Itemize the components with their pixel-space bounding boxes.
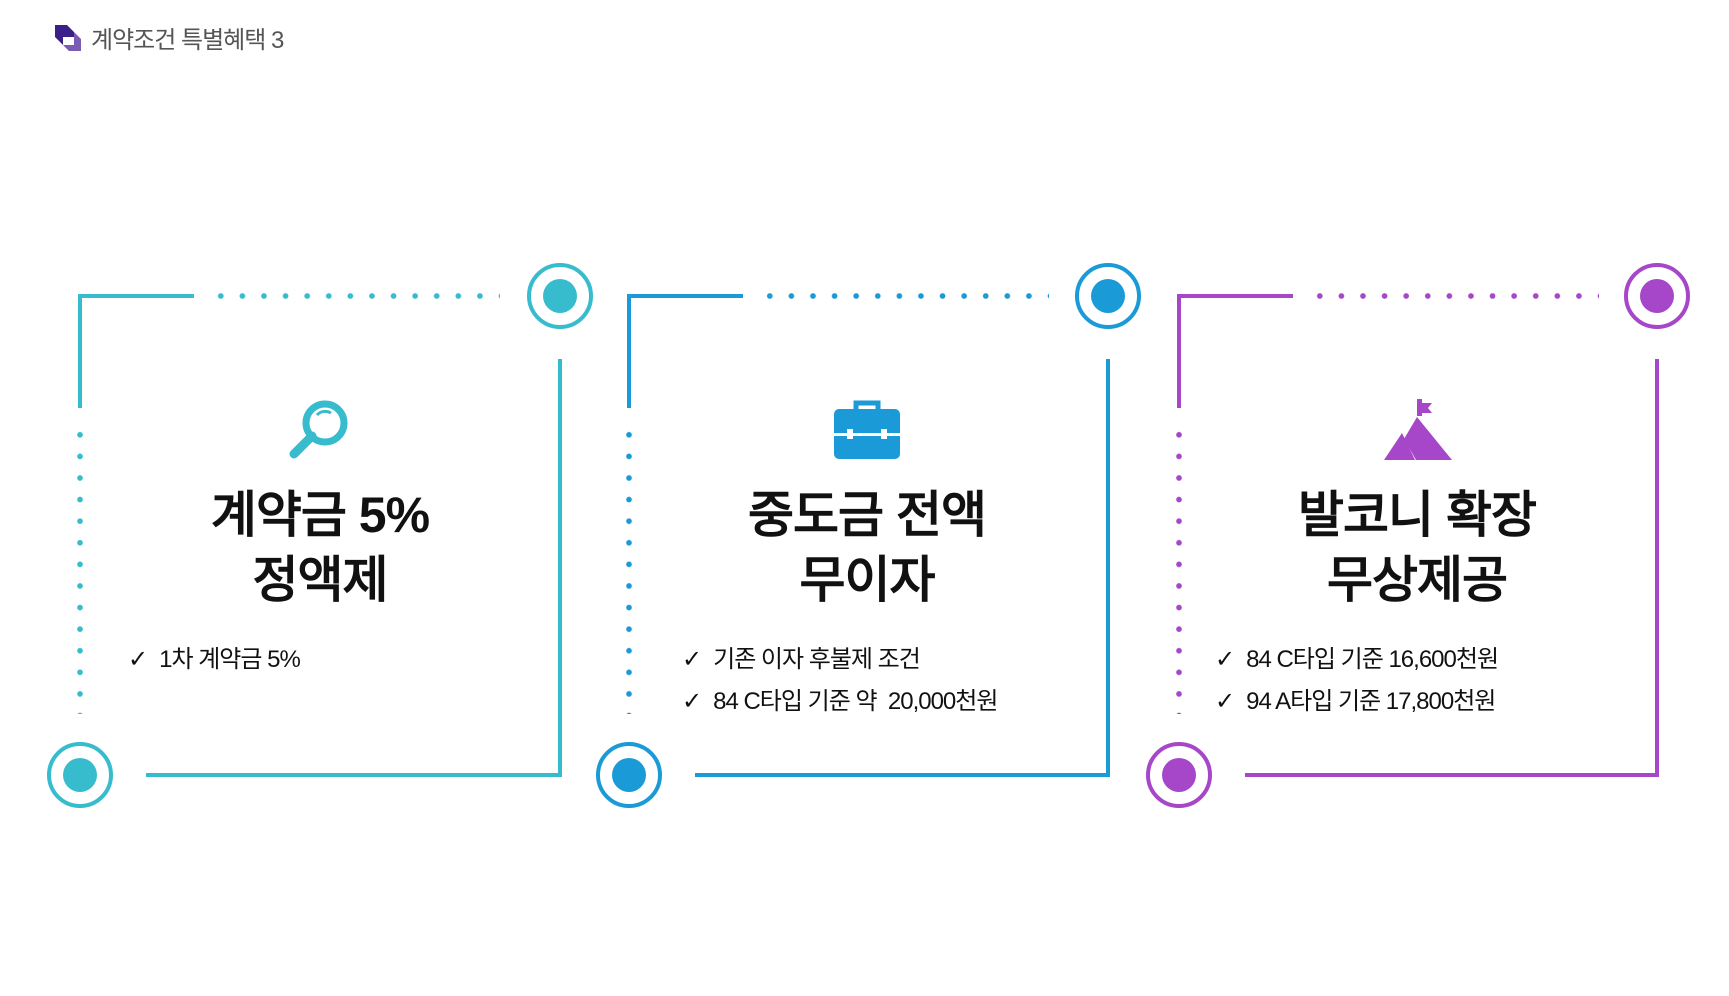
benefit-card-deposit: 계약금 5% 정액제 ✓ 1차 계약금 5% (47, 263, 624, 809)
node-circle (596, 742, 662, 808)
bullet-text: 1차 계약금 5% (159, 646, 301, 673)
check-icon: ✓ (682, 688, 702, 715)
briefcase-icon (834, 400, 900, 459)
benefit-card-balcony: 발코니 확장 무상제공 ✓ 84 C타입 기준 16,600천원 ✓ 94 A타입 … (1146, 263, 1723, 809)
bullet-item: ✓ 84 C타입 기준 16,600천원 (1215, 639, 1499, 681)
node-circle (1075, 263, 1141, 329)
title-line: 계약금 5% (210, 487, 430, 543)
frame-line (627, 294, 631, 408)
bullet-list: ✓ 1차 계약금 5% (128, 639, 301, 681)
node-circle (527, 263, 593, 329)
check-icon: ✓ (682, 646, 702, 673)
title-line: 무상제공 (1327, 552, 1508, 608)
frame-dots (1309, 293, 1599, 299)
bullet-list: ✓ 기존 이자 후불제 조건 ✓ 84 C타입 기준 약 20,000천원 (682, 639, 998, 723)
bullet-item: ✓ 1차 계약금 5% (128, 639, 301, 681)
frame-line (627, 294, 743, 298)
frame-line (558, 359, 562, 777)
card-title: 계약금 5% 정액제 (78, 483, 562, 613)
frame-line (1106, 359, 1110, 777)
mountain-flag-icon (1384, 399, 1452, 460)
frame-line (1177, 294, 1181, 408)
check-icon: ✓ (1215, 646, 1235, 673)
bullet-item: ✓ 기존 이자 후불제 조건 (682, 639, 997, 681)
header: 계약조건 특별혜택 3 (55, 20, 284, 55)
frame-line (1655, 359, 1659, 777)
bullet-item: ✓ 94 A타입 기준 17,800천원 (1215, 681, 1498, 723)
node-circle (1624, 263, 1690, 329)
node-circle (47, 742, 113, 808)
title-line: 무이자 (799, 552, 936, 608)
title-line: 발코니 확장 (1298, 487, 1537, 543)
node-circle (1146, 742, 1212, 808)
frame-line (146, 773, 562, 777)
page-title: 계약조건 특별혜택 3 (91, 27, 284, 54)
card-title: 중도금 전액 무이자 (627, 483, 1107, 613)
logo-icon (55, 24, 81, 51)
frame-line (1177, 294, 1293, 298)
card-title: 발코니 확장 무상제공 (1177, 483, 1657, 613)
frame-dots (77, 424, 83, 714)
frame-line (78, 294, 82, 408)
frame-dots (626, 424, 632, 714)
title-line: 정액제 (252, 552, 389, 608)
check-icon: ✓ (1215, 688, 1235, 715)
frame-line (78, 294, 194, 298)
frame-dots (210, 293, 500, 299)
frame-line (695, 773, 1110, 777)
frame-dots (759, 293, 1049, 299)
bullet-text: 94 A타입 기준 17,800천원 (1246, 688, 1496, 715)
benefit-card-interest: 중도금 전액 무이자 ✓ 기존 이자 후불제 조건 ✓ 84 C타입 기준 약 20… (596, 263, 1173, 809)
check-icon: ✓ (128, 646, 148, 673)
bullet-text: 기존 이자 후불제 조건 (713, 646, 921, 673)
frame-line (1245, 773, 1659, 777)
bullet-list: ✓ 84 C타입 기준 16,600천원 ✓ 94 A타입 기준 17,800천원 (1215, 639, 1499, 723)
magnifier-icon (289, 400, 348, 459)
bullet-item: ✓ 84 C타입 기준 약 20,000천원 (682, 681, 998, 723)
frame-dots (1176, 424, 1182, 714)
bullet-text: 84 C타입 기준 16,600천원 (1246, 646, 1499, 673)
bullet-text: 84 C타입 기준 약 20,000천원 (713, 688, 998, 715)
title-line: 중도금 전액 (748, 487, 987, 543)
